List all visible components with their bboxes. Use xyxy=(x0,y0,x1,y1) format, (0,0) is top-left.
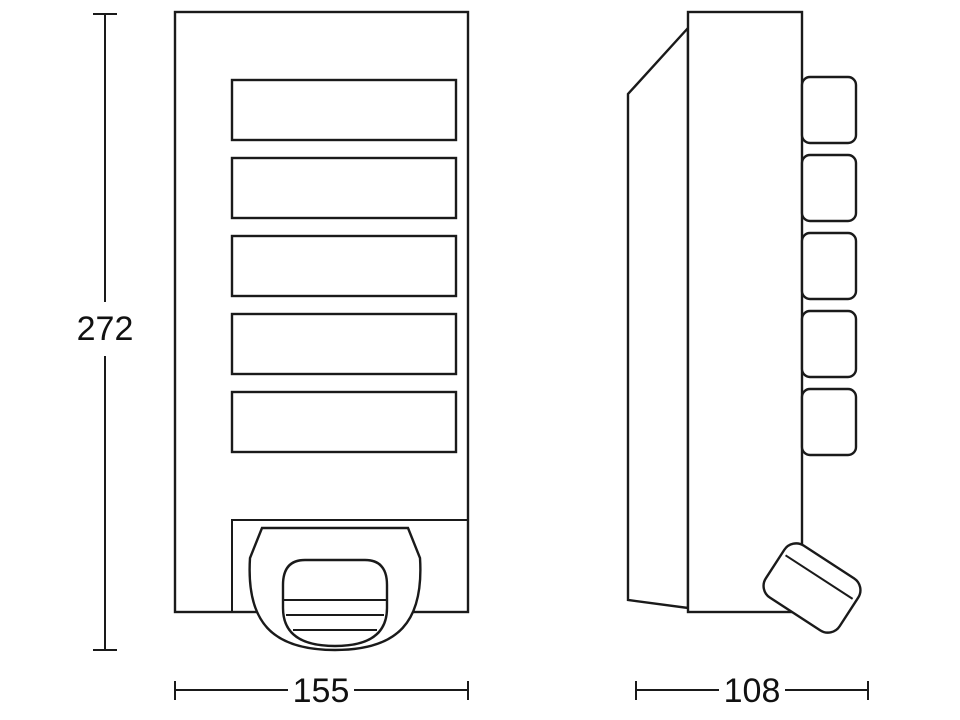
louver-slat xyxy=(230,390,458,454)
louver-slat-side xyxy=(800,309,858,379)
louver-slat-side xyxy=(800,231,858,301)
side-body-outline xyxy=(686,10,804,614)
sensor-seam-line xyxy=(784,554,854,600)
motion-sensor-front xyxy=(248,526,422,652)
sensor-lens xyxy=(281,558,389,648)
side-louver-caps xyxy=(800,75,858,457)
side-view xyxy=(626,10,862,634)
front-louver-slats xyxy=(230,78,458,454)
sensor-housing-side xyxy=(762,542,862,634)
depth-dimension-label: 108 xyxy=(724,672,781,710)
louver-slat xyxy=(230,234,458,298)
height-dimension-label: 272 xyxy=(77,310,134,348)
width-dimension-label: 155 xyxy=(293,672,350,710)
louver-slat xyxy=(230,312,458,376)
louver-slat-side xyxy=(800,387,858,457)
louver-slat-side xyxy=(800,75,858,145)
louver-slat xyxy=(230,156,458,220)
louver-slat-side xyxy=(800,153,858,223)
front-lower-step xyxy=(231,519,468,612)
side-mounting-plate xyxy=(626,24,690,610)
sensor-fresnel-lines xyxy=(284,599,386,631)
front-view xyxy=(173,10,470,652)
motion-sensor-side xyxy=(762,542,862,634)
depth-dimension: 108 xyxy=(635,672,869,710)
louver-slat xyxy=(230,78,458,142)
height-dimension: 272 xyxy=(77,13,134,651)
width-dimension: 155 xyxy=(174,672,469,710)
